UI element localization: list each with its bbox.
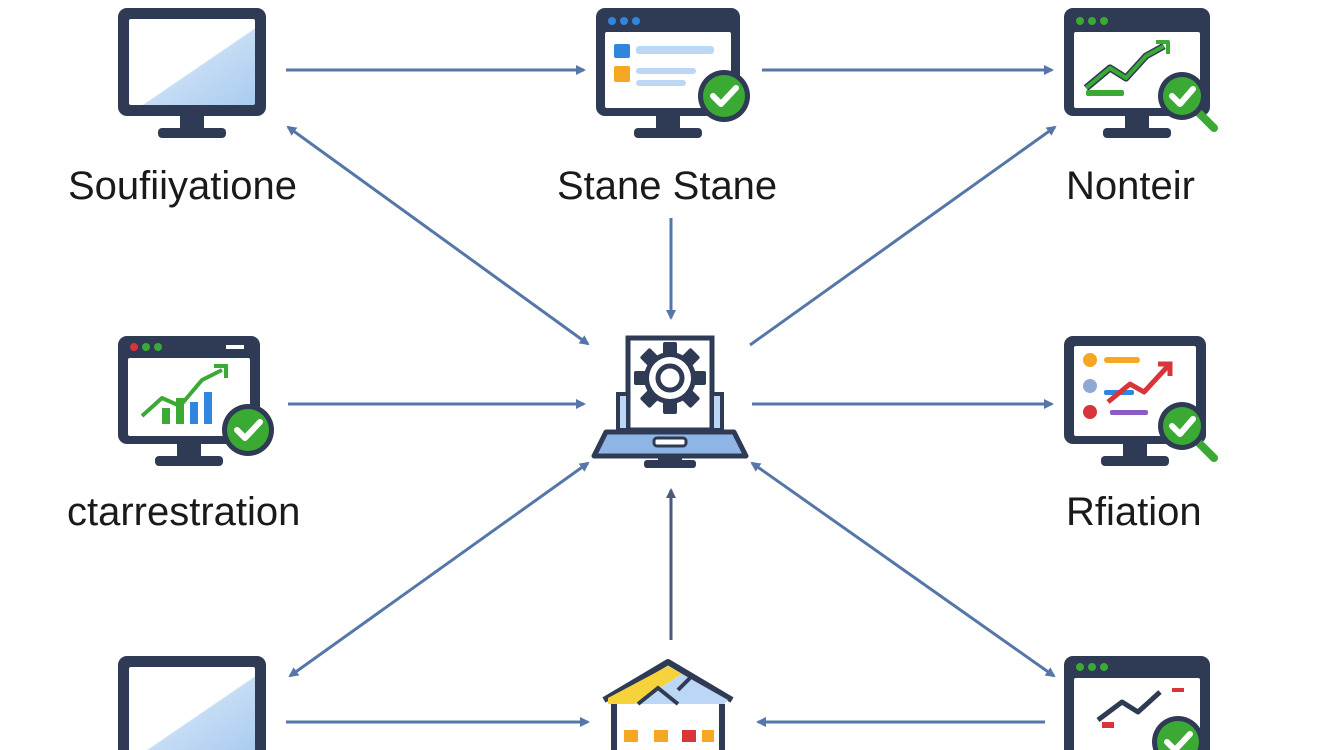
monitor-chart-search-icon: [1064, 8, 1218, 138]
arrows: [286, 65, 1057, 727]
node-label-top-center: Stane Stane: [557, 164, 778, 208]
house-icon: [602, 659, 734, 750]
node-label-top-left: Soufiiyatione: [68, 164, 298, 208]
browser-window-check-icon: [596, 8, 750, 138]
arrow-center-to-top-right: [749, 125, 1057, 347]
arrow-center-top-left-bidirectional: [286, 125, 590, 346]
laptop-gear-icon: [591, 335, 749, 468]
search-check-icon: [1158, 72, 1218, 132]
node-label-middle-right: Rfiation: [1066, 490, 1202, 534]
search-check-icon: [1158, 402, 1218, 462]
node-label-middle-left: ctarrestration: [67, 490, 301, 534]
monitor-icon-bottom: [118, 656, 266, 750]
monitor-chart-check-icon-bottom: [1064, 656, 1210, 750]
check-badge-icon: [1152, 716, 1204, 750]
node-label-top-right: Nonteir: [1066, 164, 1195, 208]
arrow-center-bottom-right-bidirectional: [750, 461, 1056, 678]
gear-icon: [634, 342, 706, 414]
monitor-chart-check-icon: [118, 336, 274, 466]
arrow-center-bottom-left-bidirectional: [288, 461, 590, 678]
monitor-dashboard-search-icon: [1064, 336, 1218, 466]
check-badge-icon: [698, 70, 750, 122]
monitor-icon: [118, 8, 266, 138]
check-badge-icon: [222, 404, 274, 456]
